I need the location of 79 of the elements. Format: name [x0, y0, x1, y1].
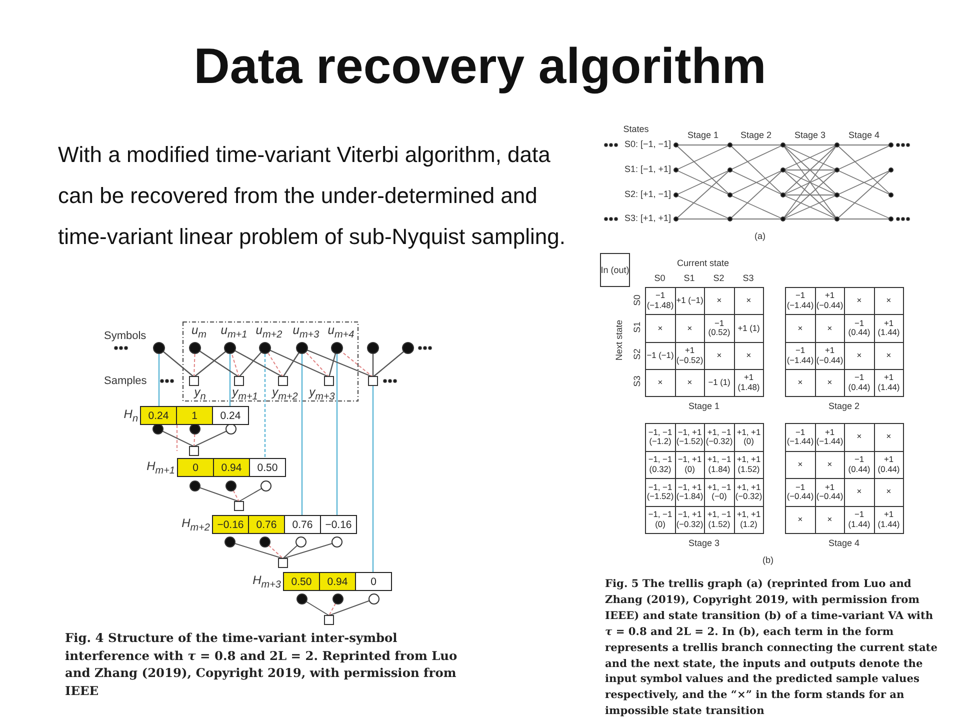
- column-header: S2: [712, 273, 726, 284]
- body-text: With a modified time-variant Viterbi algorithm, data can be recovered from the under-determined and time-variant linear problem of sub-Nyquist sampling.: [58, 141, 566, 251]
- symbol-label: u$_{m}$: [190, 324, 208, 341]
- table-cell: +1, +1 (0): [734, 423, 764, 452]
- figure-caption: Fig. 5 The trellis graph (a) (reprinted from Luo and Zhang (2019), Copyright 2019, with permission from IEEE) and state transition (b) of a time-variant VA with τ = 0.8 and 2L = 2. In (b), each term in the form represents a trellis branch connecting the current state and the next state, the inputs and outputs denote the input symbol values and the predicted sample values respectively, and the “×” in the form stands for an impossible state transition: [605, 577, 938, 720]
- table-caption: Stage 3: [687, 538, 721, 548]
- row-label: Samples: [104, 375, 148, 388]
- table-cell: −1, −1 (−1.52): [645, 478, 676, 506]
- state-label: S2: [+1, −1]: [623, 189, 671, 200]
- stage-label: Stage 2: [739, 130, 773, 140]
- table-cell: −1 (−1.44): [785, 287, 816, 316]
- symbol-label: u$_{m+2}$: [254, 324, 284, 341]
- table-cell: ×: [874, 423, 904, 452]
- table-cell: +1, +1 (−0.32): [734, 478, 764, 506]
- stage-label: Stage 3: [793, 130, 827, 140]
- table-cell: −1 (−1.48): [645, 287, 676, 316]
- sample-label: y$_{m+3}$: [308, 386, 336, 403]
- sample-label: y$_{m+2}$: [270, 386, 299, 403]
- symbol-label: u$_{m+3}$: [292, 324, 320, 341]
- coefficient-cell: 0.24: [140, 406, 177, 425]
- coefficient-cell: 0.24: [212, 406, 249, 425]
- axis-title: States: [622, 124, 650, 134]
- coefficient-cell: −0.16: [320, 515, 357, 534]
- coefficient-cell: 0: [177, 458, 214, 477]
- table-cell: ×: [734, 287, 764, 316]
- column-header: S0: [653, 273, 666, 284]
- table-cell: ×: [874, 287, 904, 316]
- column-header: S3: [742, 273, 755, 284]
- coefficient-cell: 0.50: [283, 572, 320, 591]
- column-header: S1: [682, 273, 696, 284]
- coefficient-label: H$_{n}$: [122, 408, 138, 425]
- row-header: S0: [632, 293, 642, 308]
- coefficient-cell: 0.94: [319, 572, 356, 591]
- state-label: S1: [−1, +1]: [623, 164, 671, 174]
- row-title: Next state: [614, 318, 624, 362]
- table-caption: Stage 4: [827, 538, 861, 548]
- table-cell: +1 (1.48): [734, 368, 764, 397]
- sample-label: y$_{m+1}$: [230, 386, 259, 403]
- table-cell: +1 (1.44): [874, 506, 904, 534]
- table-cell: ×: [785, 368, 816, 397]
- table-caption: Stage 1: [687, 401, 721, 412]
- figure-caption: Fig. 4 Structure of the time-variant inter-symbol interference with τ = 0.8 and 2L = 2. Reprinted from Luo and Zhang (2019), Copyright 2019, with permission from IEEE: [65, 630, 458, 700]
- table-cell: −1 (−0.44): [785, 478, 816, 506]
- panel-label: (a): [754, 231, 766, 242]
- stage-label: Stage 1: [686, 130, 720, 140]
- table-caption: Stage 2: [827, 401, 861, 412]
- state-label: S3: [+1, +1]: [623, 213, 671, 224]
- coefficient-cell: 0.76: [248, 515, 285, 534]
- coefficient-label: H$_{m+1}$: [146, 460, 175, 477]
- table-cell: ×: [785, 506, 816, 534]
- table-cell: −1 (−1.44): [785, 342, 816, 370]
- symbol-label: u$_{m+4}$: [326, 324, 356, 341]
- coefficient-label: H$_{m+3}$: [252, 574, 281, 591]
- row-header: S2: [632, 348, 642, 362]
- table-corner-cell: In (out): [600, 253, 630, 287]
- sample-label: y$_{n}$: [192, 386, 207, 403]
- table-cell: +1 (1.44): [874, 368, 904, 397]
- table-cell: −1, −1 (−1.2): [645, 423, 676, 452]
- symbol-label: u$_{m+1}$: [220, 324, 248, 341]
- state-label: S0: [−1, −1]: [623, 139, 671, 150]
- coefficient-cell: 0: [355, 572, 392, 591]
- panel-label: (b): [762, 555, 774, 566]
- table-cell: +1, +1 (1.2): [734, 506, 764, 534]
- coefficient-cell: 0.50: [249, 458, 286, 477]
- coefficient-label: H$_{m+2}$: [180, 517, 210, 534]
- table-cell: −1 (−1.44): [785, 423, 816, 452]
- row-header: S3: [632, 375, 642, 390]
- row-header: S1: [632, 320, 642, 335]
- coefficient-cell: 0.94: [213, 458, 250, 477]
- row-label: Symbols: [104, 330, 148, 343]
- coefficient-cell: 1: [176, 406, 213, 425]
- table-cell: −1, −1 (0): [645, 506, 676, 534]
- table-cell: −1 (−1): [645, 342, 676, 370]
- coefficient-cell: −0.16: [212, 515, 249, 534]
- slide-title: Data recovery algorithm: [192, 38, 768, 96]
- stage-label: Stage 4: [847, 130, 881, 140]
- table-cell: ×: [645, 368, 676, 397]
- column-title: Current state: [676, 258, 730, 268]
- coefficient-cell: 0.76: [284, 515, 321, 534]
